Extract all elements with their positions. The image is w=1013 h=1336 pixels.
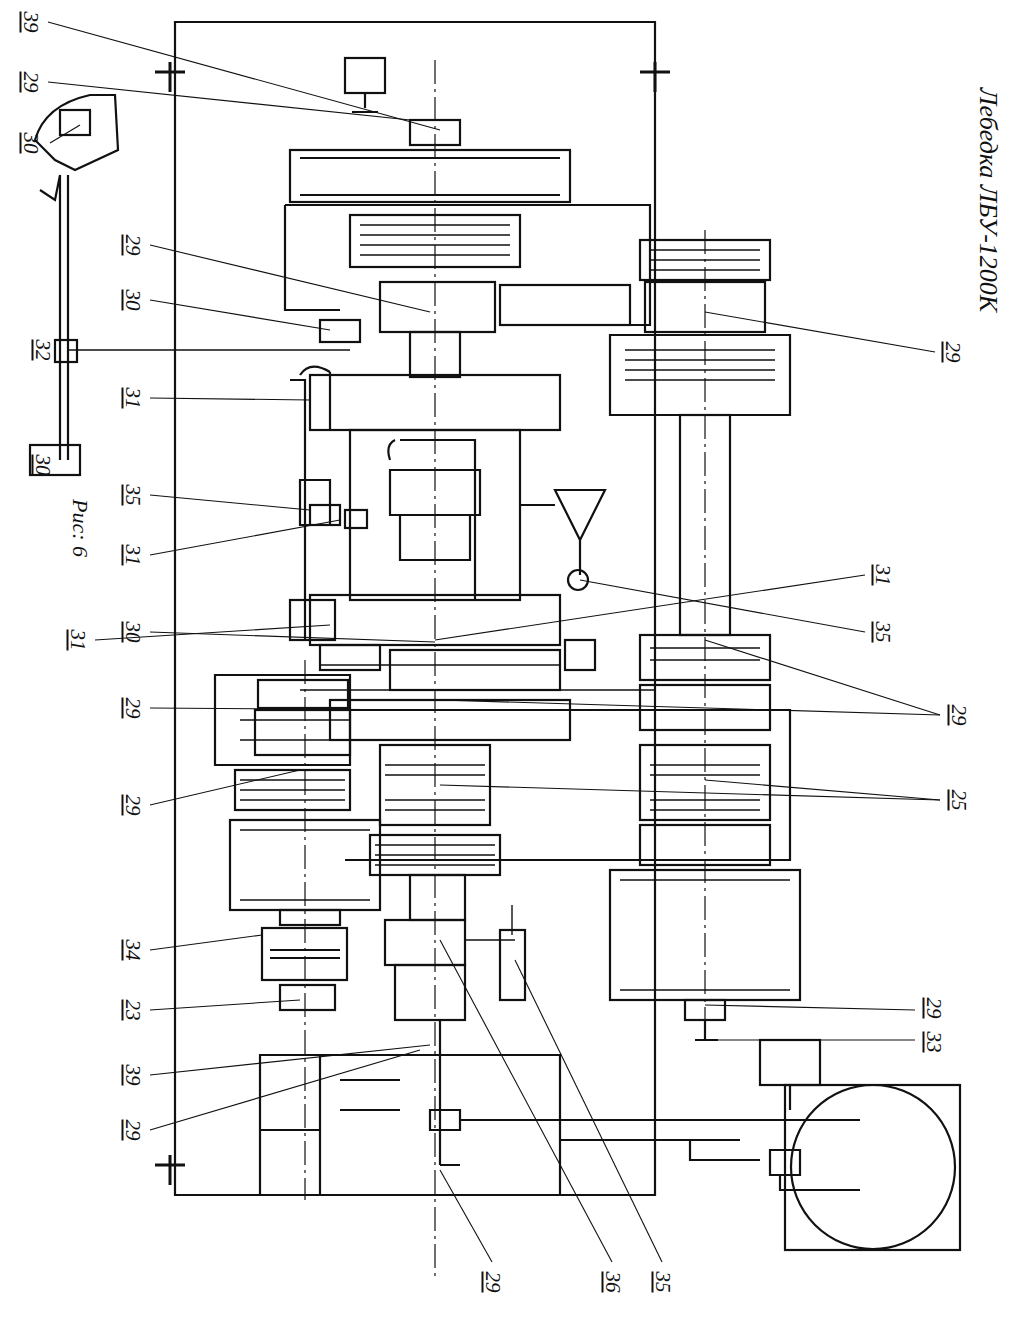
callout-number: 31 (872, 565, 893, 586)
callout-number: 32 (32, 340, 53, 361)
drawing-title: Лебедка ЛБУ-1200К (975, 88, 1001, 312)
callout-number: 29 (923, 998, 944, 1019)
callout-number: 29 (20, 72, 41, 93)
callout-number: 29 (122, 1120, 143, 1141)
callout-number: 35 (122, 485, 143, 506)
callout-number: 39 (20, 12, 41, 33)
callout-number: 29 (482, 1272, 503, 1293)
callout-number: 34 (122, 940, 143, 961)
callout-number: 36 (602, 1272, 623, 1293)
callout-number: 29 (122, 698, 143, 719)
callout-number: 30 (20, 133, 41, 154)
callout-number: 35 (652, 1272, 673, 1293)
callout-number: 30 (32, 455, 53, 476)
callout-number: 29 (122, 235, 143, 256)
callout-number: 39 (122, 1065, 143, 1086)
callout-number: 23 (122, 1000, 143, 1021)
callout-number: 29 (942, 342, 963, 363)
callout-number: 35 (872, 622, 893, 643)
callout-number: 33 (923, 1032, 944, 1053)
callout-number: 31 (122, 545, 143, 566)
callout-number: 29 (948, 705, 969, 726)
callout-number: 31 (122, 388, 143, 409)
callout-number: 30 (122, 290, 143, 311)
figure-caption: Рис: 6 (69, 499, 91, 557)
callout-number: 30 (122, 622, 143, 643)
callout-number: 25 (948, 790, 969, 811)
callout-number: 29 (122, 795, 143, 816)
callout-number: 31 (67, 630, 88, 651)
